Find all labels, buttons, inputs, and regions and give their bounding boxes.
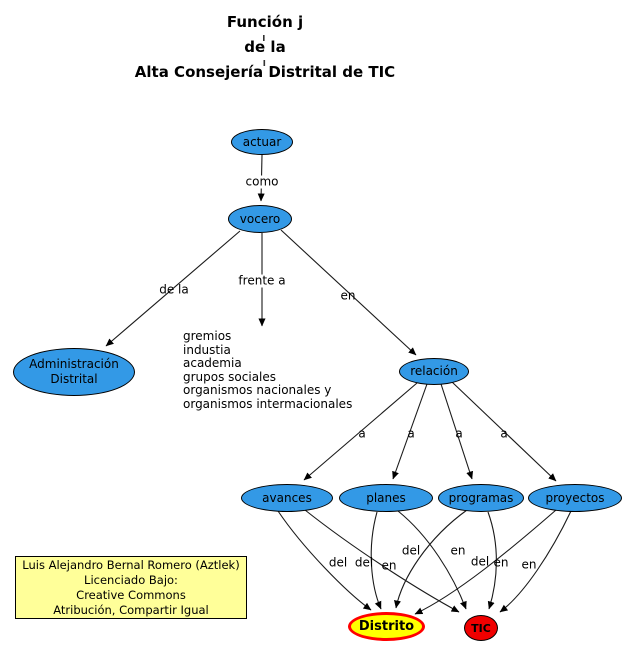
node-programas-label: programas xyxy=(448,490,514,505)
audience-item: academia xyxy=(183,356,242,370)
title-separator-tick xyxy=(263,60,266,66)
edge-label-a-planes: a xyxy=(407,426,415,441)
edge-label-a-proyectos: a xyxy=(500,426,508,441)
node-administracion-line-2: Distrital xyxy=(50,372,98,386)
license-line-3: Creative Commons xyxy=(76,587,186,602)
title-separator-tick xyxy=(263,35,265,41)
node-planes-label: planes xyxy=(366,490,406,505)
edge-label-como: como xyxy=(243,174,281,189)
audience-item: organismos nacionales y xyxy=(183,383,332,397)
node-avances-label: avances xyxy=(262,490,312,505)
edge-planes-distrito xyxy=(370,511,382,610)
edge-proyectos-distrito xyxy=(414,509,557,615)
edge-relacion-programas xyxy=(440,383,474,480)
node-vocero-label: vocero xyxy=(239,211,281,226)
title-line-2: de la xyxy=(244,38,286,56)
node-relacion: relación xyxy=(399,358,469,385)
audience-item: industia xyxy=(183,342,231,357)
edge-label-del-proyectos: del xyxy=(470,554,490,569)
map-title: Función j de la Alta Consejería Distrita… xyxy=(65,10,465,85)
node-proyectos-label: proyectos xyxy=(545,490,605,505)
edge-label-a-avances: a xyxy=(358,426,366,441)
edge-label-del-avances: del xyxy=(328,555,348,570)
audience-item: organismos intermacionales xyxy=(183,396,353,411)
edge-avances-tic xyxy=(304,509,460,613)
node-administracion-line-1: Administración xyxy=(29,357,119,371)
edge-planes-tic xyxy=(397,510,467,610)
edge-vocero-administracion xyxy=(105,230,241,347)
node-tic: TIC xyxy=(464,615,498,641)
license-box: Luis Alejandro Bernal Romero (Aztlek) Li… xyxy=(15,556,247,619)
edge-relacion-avances xyxy=(303,382,418,481)
node-avances: avances xyxy=(241,484,333,512)
node-relacion-label: relación xyxy=(410,364,458,378)
node-actuar-label: actuar xyxy=(242,134,282,149)
node-administracion-distrital: Administración Distrital xyxy=(13,348,135,396)
edge-label-a-programas: a xyxy=(455,426,463,441)
title-line-3: Alta Consejería Distrital de TIC xyxy=(134,63,396,81)
edge-label-en-planes: en xyxy=(450,543,466,558)
edge-label-en-proyectos: en xyxy=(521,557,537,572)
node-planes: planes xyxy=(339,484,433,512)
audience-item: gremios xyxy=(183,329,232,343)
edge-label-del-planes: del xyxy=(354,555,374,570)
edge-proyectos-tic xyxy=(499,510,572,613)
node-actuar: actuar xyxy=(231,129,293,155)
node-distrito: Distrito xyxy=(348,612,425,641)
edge-label-de-la: de la xyxy=(159,282,189,297)
audience-list: gremios industia academia grupos sociale… xyxy=(183,329,353,411)
license-line-2: Licenciado Bajo: xyxy=(84,572,178,587)
edge-label-del-programas: del xyxy=(401,543,421,558)
edge-vocero-relacion xyxy=(280,229,417,356)
node-distrito-label: Distrito xyxy=(358,619,415,634)
edge-programas-distrito xyxy=(394,509,468,609)
edge-programas-tic xyxy=(487,511,497,610)
node-programas: programas xyxy=(438,484,524,512)
node-vocero: vocero xyxy=(228,205,292,233)
license-line-4: Atribución, Compartir Igual xyxy=(53,602,209,617)
edge-relacion-planes xyxy=(392,383,428,480)
edge-label-en-programas: en xyxy=(493,555,509,570)
node-tic-label: TIC xyxy=(471,621,491,635)
edge-label-en-avances: en xyxy=(381,558,397,573)
edge-relacion-proyectos xyxy=(451,381,557,482)
edge-label-en: en xyxy=(340,288,356,303)
license-author: Luis Alejandro Bernal Romero (Aztlek) xyxy=(22,557,240,572)
title-line-1: Función j xyxy=(226,13,304,31)
edge-avances-distrito xyxy=(277,510,372,611)
audience-item: grupos sociales xyxy=(183,369,277,384)
node-proyectos: proyectos xyxy=(528,484,622,512)
edge-label-frente-a: frente a xyxy=(236,273,288,288)
